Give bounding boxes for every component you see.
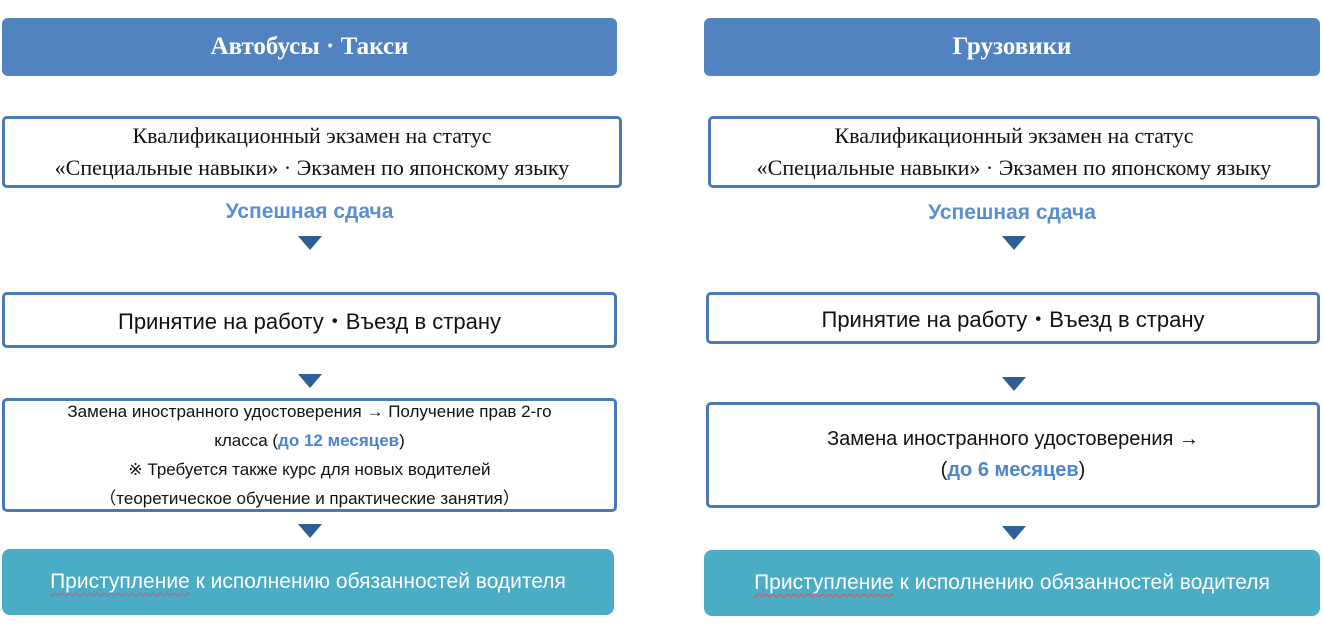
exam-line-1: Квалификационный экзамен на статус — [834, 123, 1194, 148]
pass-label-right: Успешная сдача — [928, 201, 1096, 224]
final-box-right: Приступление к исполнению обязанностей в… — [704, 550, 1320, 616]
employment-box-left: Принятие на работу・Въезд в страну — [2, 292, 617, 348]
final-label: Приступление к исполнению обязанностей в… — [754, 571, 1270, 595]
license-line-2-pre: класса ( — [214, 431, 279, 450]
arrow-down-icon — [1002, 236, 1026, 250]
employment-label: Принятие на работу・Въезд в страну — [821, 307, 1205, 332]
license-box-left: Замена иностранного удостоверения → Полу… — [2, 398, 617, 512]
license-line-1: Замена иностранного удостоверения → — [827, 428, 1199, 450]
license-duration-highlight: до 6 месяцев — [947, 459, 1079, 481]
license-line-2-post: ) — [1078, 459, 1086, 481]
exam-box-left: Квалификационный экзамен на статус «Спец… — [2, 116, 622, 188]
header-trucks: Грузовики — [704, 18, 1320, 76]
license-line-2: (до 6 месяцев) — [941, 455, 1086, 486]
license-note-1: ※ Требуется также курс для новых водител… — [128, 460, 491, 479]
arrow-down-icon — [298, 524, 322, 538]
final-underlined-word: Приступление — [50, 570, 190, 593]
arrow-down-icon — [1002, 526, 1026, 540]
arrow-down-icon — [298, 374, 322, 388]
employment-box-right: Принятие на работу・Въезд в страну — [706, 292, 1320, 344]
arrow-down-icon — [298, 236, 322, 250]
license-line-2: класса (до 12 месяцев) — [214, 426, 405, 455]
exam-line-2: «Специальные навыки» · Экзамен по японск… — [756, 155, 1272, 180]
header-label: Грузовики — [952, 33, 1072, 60]
employment-label: Принятие на работу・Въезд в страну — [118, 309, 501, 334]
arrow-down-icon — [1002, 377, 1026, 391]
license-line-1: Замена иностранного удостоверения → Полу… — [67, 402, 552, 421]
header-buses-taxis: Автобусы · Такси — [2, 18, 617, 76]
final-box-left: Приступление к исполнению обязанностей в… — [2, 549, 614, 615]
final-label: Приступление к исполнению обязанностей в… — [50, 570, 566, 594]
license-line-2-pre: ( — [940, 459, 948, 481]
final-rest: к исполнению обязанностей водителя — [893, 571, 1270, 594]
license-line-2-post: ) — [399, 431, 405, 450]
license-note-2: （теоретическое обучение и практические з… — [99, 489, 520, 508]
exam-box-right: Квалификационный экзамен на статус «Спец… — [708, 116, 1320, 188]
license-duration-highlight: до 12 месяцев — [278, 431, 400, 450]
license-box-right: Замена иностранного удостоверения → (до … — [706, 402, 1320, 508]
final-underlined-word: Приступление — [754, 571, 894, 594]
final-rest: к исполнению обязанностей водителя — [189, 570, 566, 593]
header-label: Автобусы · Такси — [210, 33, 409, 60]
exam-line-2: «Специальные навыки» · Экзамен по японск… — [54, 155, 570, 180]
pass-label-left: Успешная сдача — [225, 200, 394, 223]
exam-line-1: Квалификационный экзамен на статус — [132, 123, 492, 148]
